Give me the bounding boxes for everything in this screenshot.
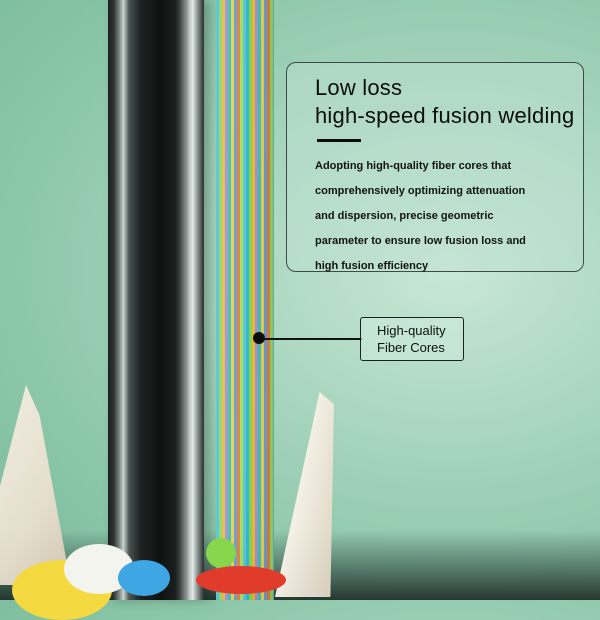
panel-title-line-2: high-speed fusion welding <box>315 103 575 128</box>
title-divider <box>317 139 361 142</box>
green-tube-cap <box>206 538 236 568</box>
fiber-cores-callout: High-quality Fiber Cores <box>360 317 464 361</box>
description-line-1: Adopting high-quality fiber cores that <box>315 160 512 172</box>
callout-dot-marker <box>253 332 265 344</box>
description-line-4: parameter to ensure low fusion loss and <box>315 235 526 247</box>
blue-tube-cap <box>118 560 170 596</box>
rod-highlight <box>180 0 202 600</box>
red-tube-cap <box>196 566 286 594</box>
callout-label-line-1: High-quality <box>377 323 446 338</box>
description-line-5: high fusion efficiency <box>315 260 429 272</box>
description-line-2: comprehensively optimizing attenuation <box>315 185 526 197</box>
panel-title-line-1: Low loss <box>315 75 403 100</box>
description-line-3: and dispersion, precise geometric <box>315 210 494 222</box>
fiber-bundle <box>216 0 274 600</box>
feature-info-panel: Low loss high-speed fusion welding Adopt… <box>286 62 584 272</box>
callout-label-line-2: Fiber Cores <box>377 340 445 355</box>
callout-connector-line <box>260 338 362 340</box>
central-strength-rod <box>108 0 204 600</box>
